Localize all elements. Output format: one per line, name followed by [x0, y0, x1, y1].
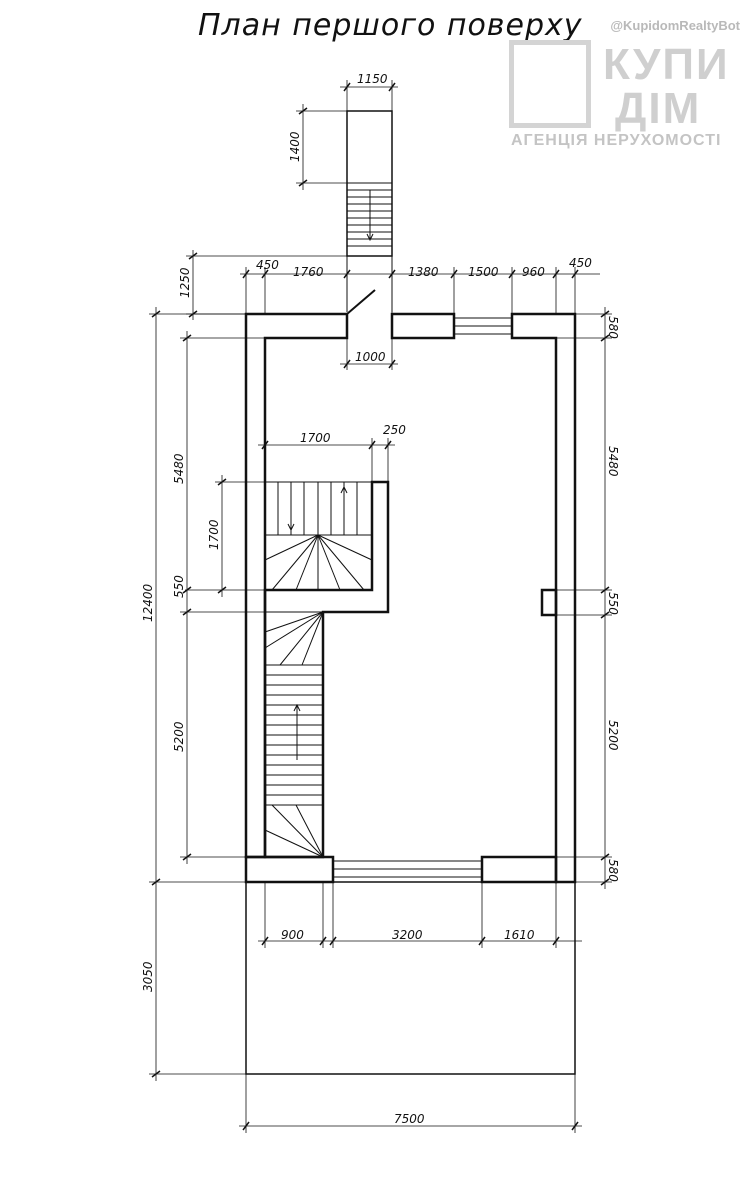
dim-right-top: 580	[606, 316, 620, 339]
bottom-window	[333, 860, 482, 878]
entry-door	[346, 289, 376, 315]
exterior-walls	[244, 312, 577, 884]
watermark-bot-handle: @KupidomRealtyBot	[610, 18, 740, 33]
top-window	[454, 317, 512, 335]
dim-left-upper: 5480	[172, 453, 186, 484]
lower-staircase	[264, 611, 324, 858]
dim-bottom-left: 900	[281, 928, 304, 942]
watermark-agency: АГЕНЦІЯ НЕРУХОМОСТІ	[511, 132, 722, 149]
dim-top-right-wall: 450	[569, 256, 592, 270]
dimension-ticks	[151, 82, 610, 1131]
dimension-labels: 1150 1400 1250 450 1760 1380 1500 960 45…	[141, 72, 620, 1126]
dim-bottom-right: 1610	[504, 928, 535, 942]
dim-top-mid2: 1500	[468, 265, 499, 279]
dim-porch-length: 1400	[288, 131, 302, 162]
dimension-lines	[149, 80, 612, 1133]
upper-staircase	[264, 481, 373, 591]
watermark-brand-line1: КУПИ	[603, 40, 730, 89]
dim-porch-width: 1150	[357, 72, 388, 86]
agency-watermark: @KupidomRealtyBot КУПИ ДІМ АГЕНЦІЯ НЕРУХ…	[505, 18, 740, 158]
dim-top-mid3: 960	[522, 265, 545, 279]
dim-top-left-span: 1760	[293, 265, 324, 279]
terrace-outline	[245, 881, 576, 1075]
dim-overall-width: 7500	[394, 1112, 425, 1126]
dim-right-lower: 5200	[606, 720, 620, 751]
dim-terrace-depth: 3050	[141, 961, 155, 992]
dim-overall-height: 12400	[141, 583, 155, 622]
dim-left-lower: 5200	[172, 721, 186, 752]
plan-title: План першого поверху	[198, 8, 583, 43]
dim-right-upper: 5480	[606, 446, 620, 477]
dim-stair-wall: 250	[383, 423, 406, 437]
dim-stair-width: 1700	[300, 431, 331, 445]
dim-top-mid1: 1380	[408, 265, 439, 279]
dim-left-mid: 550	[172, 575, 186, 598]
watermark-brand-line2: ДІМ	[615, 84, 702, 133]
dim-right-bottom: 580	[606, 859, 620, 882]
dim-stair-height: 1700	[207, 519, 221, 550]
building-logo-icon	[509, 40, 591, 128]
porch-steps	[347, 182, 392, 247]
dim-top-left-wall: 450	[256, 258, 279, 272]
dim-bottom-mid: 3200	[392, 928, 423, 942]
stair-partition-wall	[263, 480, 390, 859]
dim-porch-offset: 1250	[178, 267, 192, 298]
dim-door: 1000	[355, 350, 386, 364]
dim-right-mid: 550	[606, 592, 620, 615]
